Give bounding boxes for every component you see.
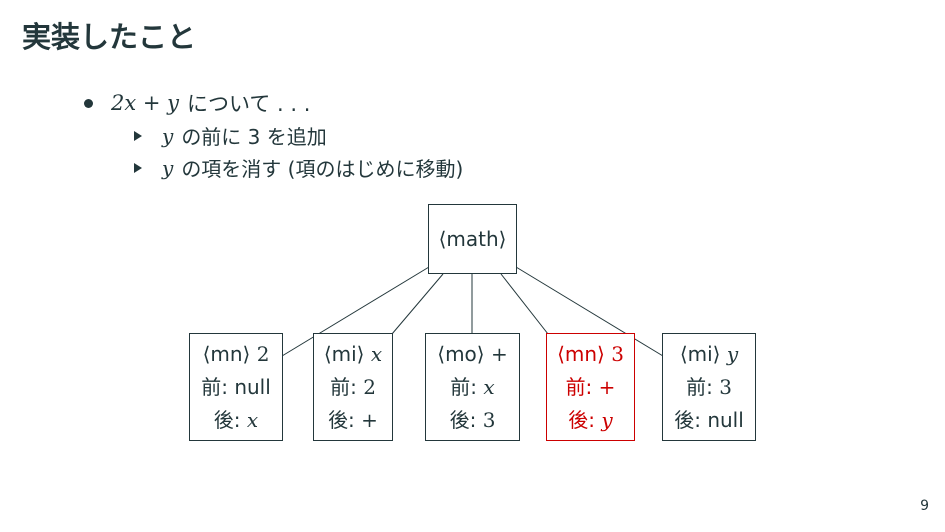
prev-value: +	[598, 374, 616, 399]
node-value: 2	[256, 341, 270, 366]
node-prev: 前: x	[450, 371, 494, 404]
node-tag: ⟨mo⟩	[437, 341, 485, 366]
node-header: ⟨mi⟩ y	[680, 338, 738, 371]
node-header: ⟨mn⟩ 2	[203, 338, 270, 371]
next-value: null	[707, 407, 744, 432]
node-value: x	[370, 341, 383, 366]
node-next: 後: x	[214, 404, 258, 437]
node-next: 後: null	[674, 404, 744, 437]
node-tag: ⟨mi⟩	[679, 341, 721, 366]
node-prev: 前: null	[201, 371, 271, 404]
node-prev: 前: 3	[686, 371, 732, 404]
node-tag: ⟨mn⟩	[202, 341, 251, 366]
node-header: ⟨mi⟩ x	[324, 338, 382, 371]
prev-label: 前:	[201, 374, 228, 399]
node-tag: ⟨mn⟩	[557, 341, 605, 366]
bullet-sub-1: y の前に 3 を追加	[134, 121, 327, 150]
tree-node-5: ⟨mi⟩ y 前: 3 後: null	[662, 333, 756, 441]
node-next: 後: 3	[450, 404, 496, 437]
next-label: 後:	[674, 407, 701, 432]
next-label: 後:	[449, 407, 477, 432]
prev-value: null	[234, 374, 271, 399]
edge-root-node-5	[515, 266, 664, 357]
bullet-main-math: 2x + y	[111, 91, 180, 115]
bullet-sub-2-math: y	[162, 155, 174, 180]
tree-node-1: ⟨mn⟩ 2 前: null 後: x	[189, 333, 283, 441]
node-next: 後: +	[328, 404, 378, 437]
triangle-bullet-icon	[134, 162, 142, 173]
next-value: +	[361, 407, 378, 432]
node-next: 後: y	[568, 404, 612, 437]
prev-value: 2	[363, 374, 376, 399]
bullet-sub-1-text: の前に 3 を追加	[181, 125, 327, 149]
bullet-main: 2x + y について . . .	[84, 88, 310, 118]
page-number: 9	[920, 498, 929, 514]
bullet-dot-icon	[84, 98, 93, 108]
bullet-sub-1-math: y	[162, 123, 174, 148]
prev-label: 前:	[330, 374, 357, 399]
bullet-sub-2: y の項を消す (項のはじめに移動)	[134, 153, 463, 182]
root-node-label: ⟨math⟩	[438, 226, 507, 251]
node-value: 3	[611, 341, 624, 366]
prev-label: 前:	[686, 374, 713, 399]
next-value: x	[246, 407, 259, 432]
next-label: 後:	[328, 407, 355, 432]
triangle-bullet-icon	[134, 130, 142, 141]
next-value: y	[601, 407, 613, 432]
prev-value: x	[483, 374, 495, 399]
node-tag: ⟨mi⟩	[323, 341, 365, 366]
next-value: 3	[482, 407, 496, 432]
edge-root-node-1	[281, 266, 430, 357]
next-label: 後:	[568, 407, 596, 432]
next-label: 後:	[213, 407, 241, 432]
tree-node-2: ⟨mi⟩ x 前: 2 後: +	[313, 333, 393, 441]
tree-root-node: ⟨math⟩	[428, 204, 517, 274]
node-prev: 前: 2	[330, 371, 376, 404]
tree-node-4-highlighted: ⟨mn⟩ 3 前: + 後: y	[546, 333, 635, 441]
edge-root-node-4	[500, 273, 549, 335]
prev-label: 前:	[450, 374, 478, 399]
prev-label: 前:	[565, 374, 593, 399]
node-value: +	[490, 341, 508, 366]
bullet-sub-2-text: の項を消す (項のはじめに移動)	[181, 157, 464, 181]
edge-root-node-2	[391, 273, 444, 335]
slide-title: 実装したこと	[22, 20, 197, 54]
prev-value: 3	[719, 374, 732, 399]
tree-node-3: ⟨mo⟩ + 前: x 後: 3	[425, 333, 520, 441]
node-header: ⟨mn⟩ 3	[557, 338, 624, 371]
node-value: y	[726, 341, 739, 366]
node-header: ⟨mo⟩ +	[437, 338, 507, 371]
bullet-main-text: について . . .	[187, 92, 311, 116]
node-prev: 前: +	[566, 371, 616, 404]
